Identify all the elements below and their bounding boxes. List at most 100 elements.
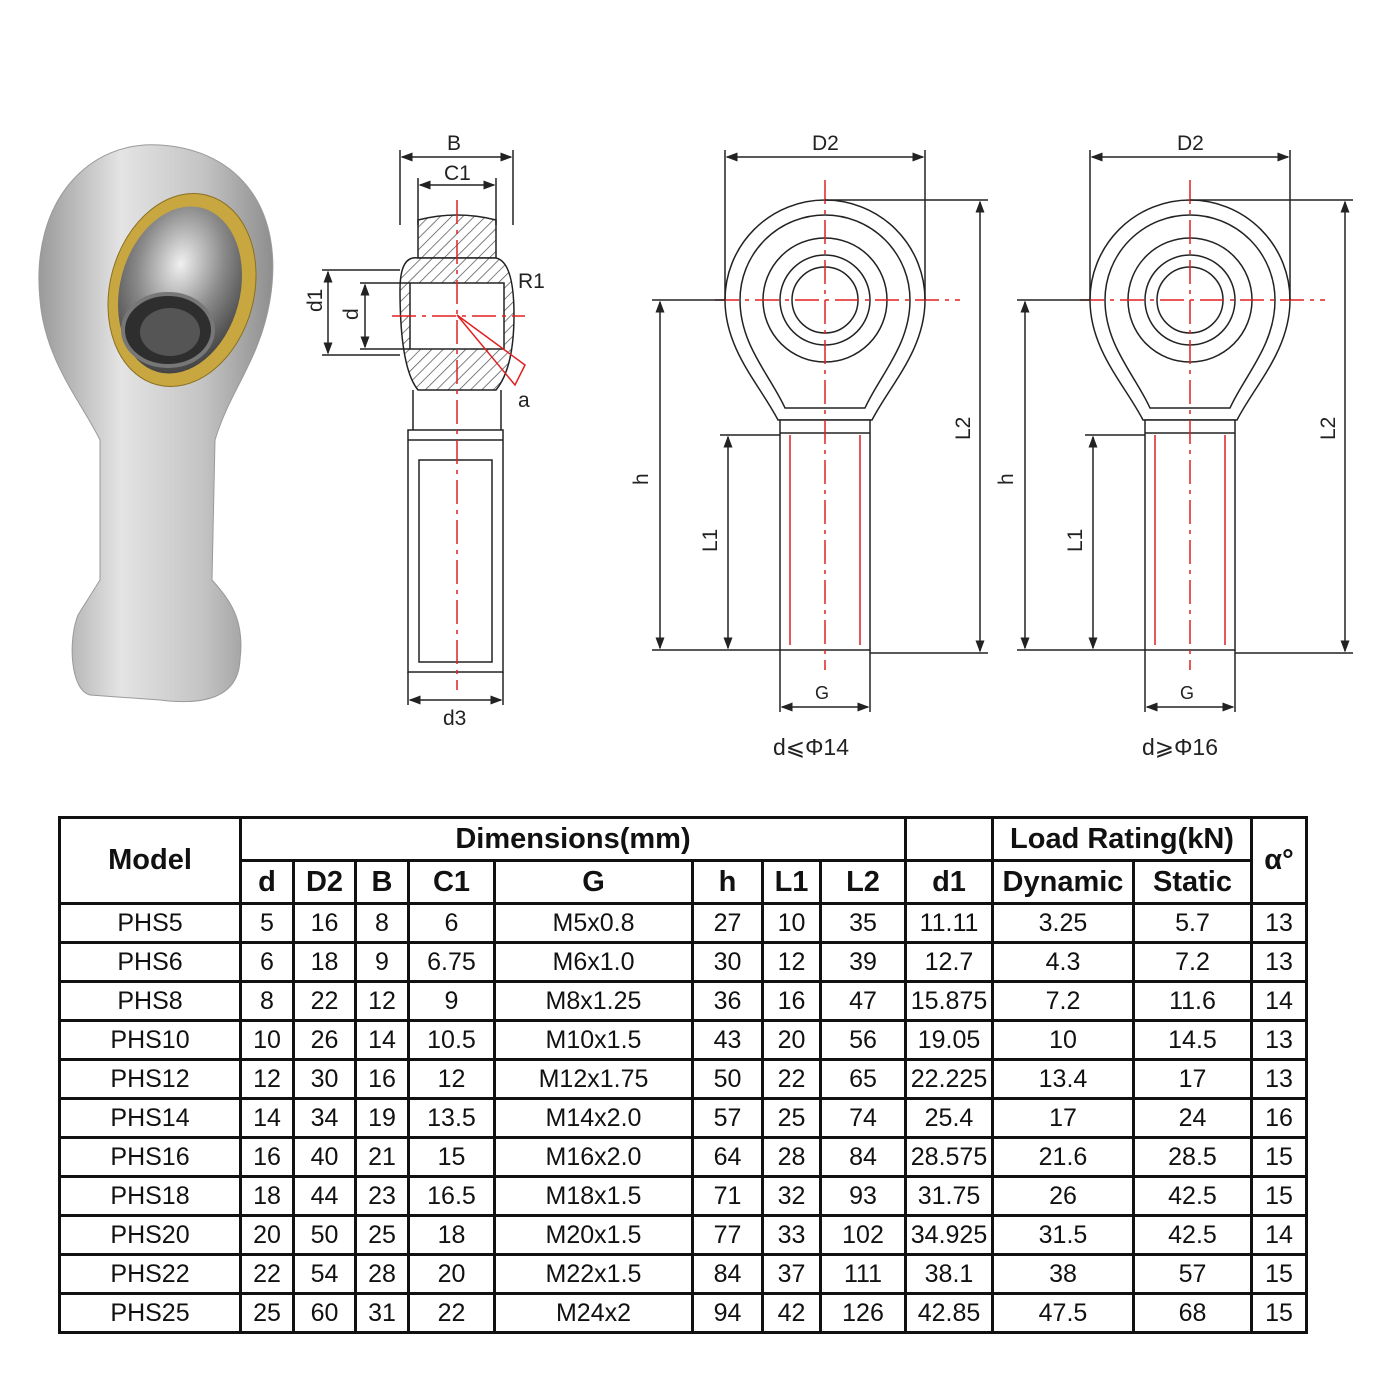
value-cell: 28 <box>761 1136 822 1178</box>
value-cell: 6.75 <box>407 941 496 983</box>
caption-small: d⩽Φ14 <box>773 734 849 760</box>
value-cell: 43 <box>691 1019 764 1061</box>
value-cell: 5.7 <box>1132 902 1253 944</box>
value-cell: 39 <box>819 941 907 983</box>
value-cell: 25.4 <box>904 1097 994 1139</box>
value-cell: 7.2 <box>1132 941 1253 983</box>
value-cell: 20 <box>407 1253 496 1295</box>
value-cell: 26 <box>991 1175 1135 1217</box>
value-cell: 44 <box>292 1175 357 1217</box>
value-cell: 14.5 <box>1132 1019 1253 1061</box>
header-col-l1: L1 <box>761 859 822 905</box>
value-cell: 30 <box>691 941 764 983</box>
value-cell: 38 <box>991 1253 1135 1295</box>
value-cell: 5 <box>239 902 295 944</box>
value-cell: 68 <box>1132 1292 1253 1334</box>
value-cell: 17 <box>1132 1058 1253 1100</box>
value-cell: 10 <box>239 1019 295 1061</box>
value-cell: 15.875 <box>904 980 994 1022</box>
model-cell: PHS16 <box>58 1136 242 1178</box>
value-cell: 47 <box>819 980 907 1022</box>
header-col-b: B <box>354 859 410 905</box>
value-cell: 14 <box>239 1097 295 1139</box>
value-cell: 12.7 <box>904 941 994 983</box>
value-cell: 13 <box>1250 902 1308 944</box>
dim-label-l2: L2 <box>1317 417 1340 440</box>
model-cell: PHS8 <box>58 980 242 1022</box>
value-cell: M22x1.5 <box>493 1253 694 1295</box>
technical-drawings: B C1 R1 d1 d a d3 D2 L2 h L1 G d⩽Φ14 D2 … <box>38 132 1400 760</box>
value-cell: 25 <box>239 1292 295 1334</box>
model-cell: PHS6 <box>58 941 242 983</box>
model-cell: PHS12 <box>58 1058 242 1100</box>
value-cell: 9 <box>354 941 410 983</box>
value-cell: 9 <box>407 980 496 1022</box>
dim-label-g: G <box>815 683 829 703</box>
header-col-d: d <box>239 859 295 905</box>
value-cell: 28 <box>354 1253 410 1295</box>
dim-label-g: G <box>1180 683 1194 703</box>
value-cell: 20 <box>239 1214 295 1256</box>
value-cell: 50 <box>691 1058 764 1100</box>
header-col-l2: L2 <box>819 859 907 905</box>
front-view-large <box>1017 150 1353 712</box>
value-cell: 28.575 <box>904 1136 994 1178</box>
model-cell: PHS22 <box>58 1253 242 1295</box>
value-cell: 16 <box>292 902 357 944</box>
dim-label-a: a <box>518 389 530 412</box>
value-cell: 34 <box>292 1097 357 1139</box>
value-cell: 16 <box>761 980 822 1022</box>
value-cell: 31.5 <box>991 1214 1135 1256</box>
header-col-d2: D2 <box>292 859 357 905</box>
dim-label-c1: C1 <box>444 162 471 185</box>
value-cell: 22 <box>407 1292 496 1334</box>
value-cell: 23 <box>354 1175 410 1217</box>
value-cell: 3.25 <box>991 902 1135 944</box>
value-cell: 56 <box>819 1019 907 1061</box>
value-cell: 60 <box>292 1292 357 1334</box>
dim-label-h: h <box>630 473 653 485</box>
value-cell: 27 <box>691 902 764 944</box>
rod-end-photo <box>38 144 274 703</box>
value-cell: 18 <box>407 1214 496 1256</box>
value-cell: 19 <box>354 1097 410 1139</box>
header-col-d1: d1 <box>904 859 994 905</box>
value-cell: 57 <box>1132 1253 1253 1295</box>
header-model: Model <box>58 816 242 905</box>
value-cell: 16 <box>239 1136 295 1178</box>
value-cell: 14 <box>1250 1214 1308 1256</box>
value-cell: 42.85 <box>904 1292 994 1334</box>
value-cell: 14 <box>354 1019 410 1061</box>
model-cell: PHS10 <box>58 1019 242 1061</box>
value-cell: 111 <box>819 1253 907 1295</box>
value-cell: 21 <box>354 1136 410 1178</box>
value-cell: 33 <box>761 1214 822 1256</box>
value-cell: 15 <box>1250 1175 1308 1217</box>
value-cell: M16x2.0 <box>493 1136 694 1178</box>
value-cell: 13 <box>1250 941 1308 983</box>
value-cell: 94 <box>691 1292 764 1334</box>
value-cell: 74 <box>819 1097 907 1139</box>
value-cell: 16 <box>1250 1097 1308 1139</box>
value-cell: 22.225 <box>904 1058 994 1100</box>
value-cell: 31 <box>354 1292 410 1334</box>
value-cell: 57 <box>691 1097 764 1139</box>
value-cell: 15 <box>1250 1253 1308 1295</box>
header-dimensions: Dimensions(mm) <box>239 816 907 862</box>
value-cell: 71 <box>691 1175 764 1217</box>
front-view-small <box>652 150 988 712</box>
value-cell: 54 <box>292 1253 357 1295</box>
value-cell: 16.5 <box>407 1175 496 1217</box>
value-cell: 102 <box>819 1214 907 1256</box>
value-cell: 24 <box>1132 1097 1253 1139</box>
value-cell: 93 <box>819 1175 907 1217</box>
